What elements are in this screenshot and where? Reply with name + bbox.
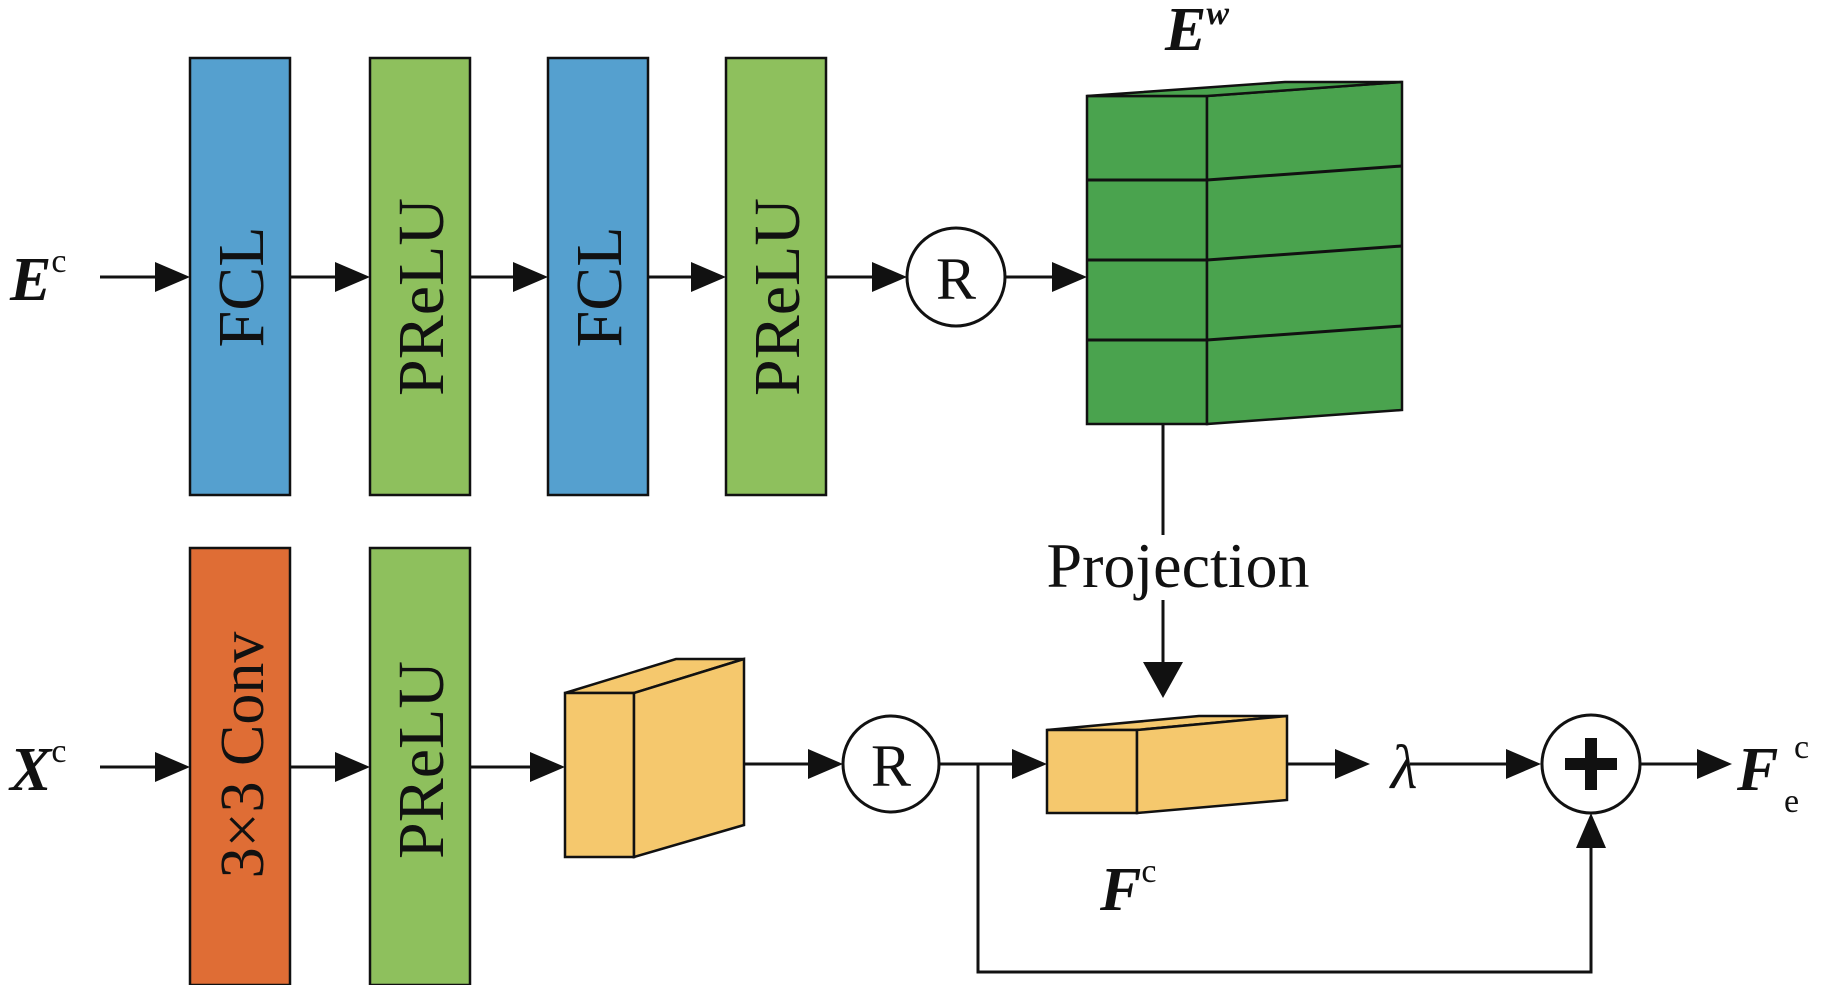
prelu-block-1 — [368, 56, 472, 497]
tensor-ew-label: Ew — [1164, 0, 1229, 64]
prelu-block-1-label: PReLU — [385, 198, 458, 396]
prelu-block-2 — [724, 56, 828, 497]
skip-connection — [976, 764, 1593, 974]
arrowhead — [1143, 662, 1183, 698]
tensor-fc — [1045, 714, 1289, 815]
fcl-block-2-label: FCL — [563, 226, 636, 347]
arrowhead — [1052, 262, 1087, 292]
arrowhead — [155, 262, 190, 292]
plus-icon — [1565, 738, 1617, 790]
conv-block-label: 3×3 Conv — [209, 632, 277, 879]
fcl-block-2 — [546, 56, 650, 497]
tensor-ew-slice — [1087, 244, 1403, 262]
projection-label: Projection — [1046, 530, 1309, 601]
feature-block-front — [563, 691, 636, 859]
arrowhead — [530, 752, 565, 782]
fcl-block-1-label: FCL — [205, 226, 278, 347]
input-xc-label: Xc — [8, 733, 66, 804]
arrowhead — [872, 262, 907, 292]
arrowhead — [335, 752, 370, 782]
arrowhead — [335, 262, 370, 292]
arrowhead — [808, 749, 843, 779]
output-fec-label: F — [1736, 736, 1778, 804]
arrowhead — [1697, 749, 1732, 779]
feature-block-side — [632, 657, 746, 859]
feature-fc-label: Fc — [1099, 853, 1156, 924]
tensor-ew-slice — [1087, 164, 1403, 182]
arrowhead — [1012, 749, 1047, 779]
arrowhead — [1506, 749, 1541, 779]
prelu-block-2-label: PReLU — [741, 198, 814, 396]
reshape-label-bottom: R — [871, 733, 911, 799]
arrowhead — [513, 262, 548, 292]
arrowhead — [155, 752, 190, 782]
input-ec-label: Ec — [9, 243, 66, 314]
tensor-fc-front — [1045, 728, 1139, 815]
tensor-ew-slice — [1087, 324, 1403, 342]
arrowhead — [1576, 813, 1606, 848]
feature-block-3d — [563, 657, 746, 859]
conv-block — [188, 546, 292, 985]
arrowhead — [1335, 749, 1370, 779]
tensor-ew — [1085, 80, 1404, 426]
prelu-block-3 — [368, 546, 472, 985]
prelu-block-3-label: PReLU — [385, 661, 458, 859]
lambda-label: λ — [1389, 734, 1418, 802]
output-fec-sup: c — [1794, 729, 1809, 766]
tensor-ew-top — [1086, 80, 1403, 98]
output-fec-sub: e — [1784, 783, 1799, 820]
arrowhead — [691, 262, 726, 292]
reshape-label-top: R — [936, 246, 976, 312]
tensor-fc-side — [1135, 714, 1289, 815]
